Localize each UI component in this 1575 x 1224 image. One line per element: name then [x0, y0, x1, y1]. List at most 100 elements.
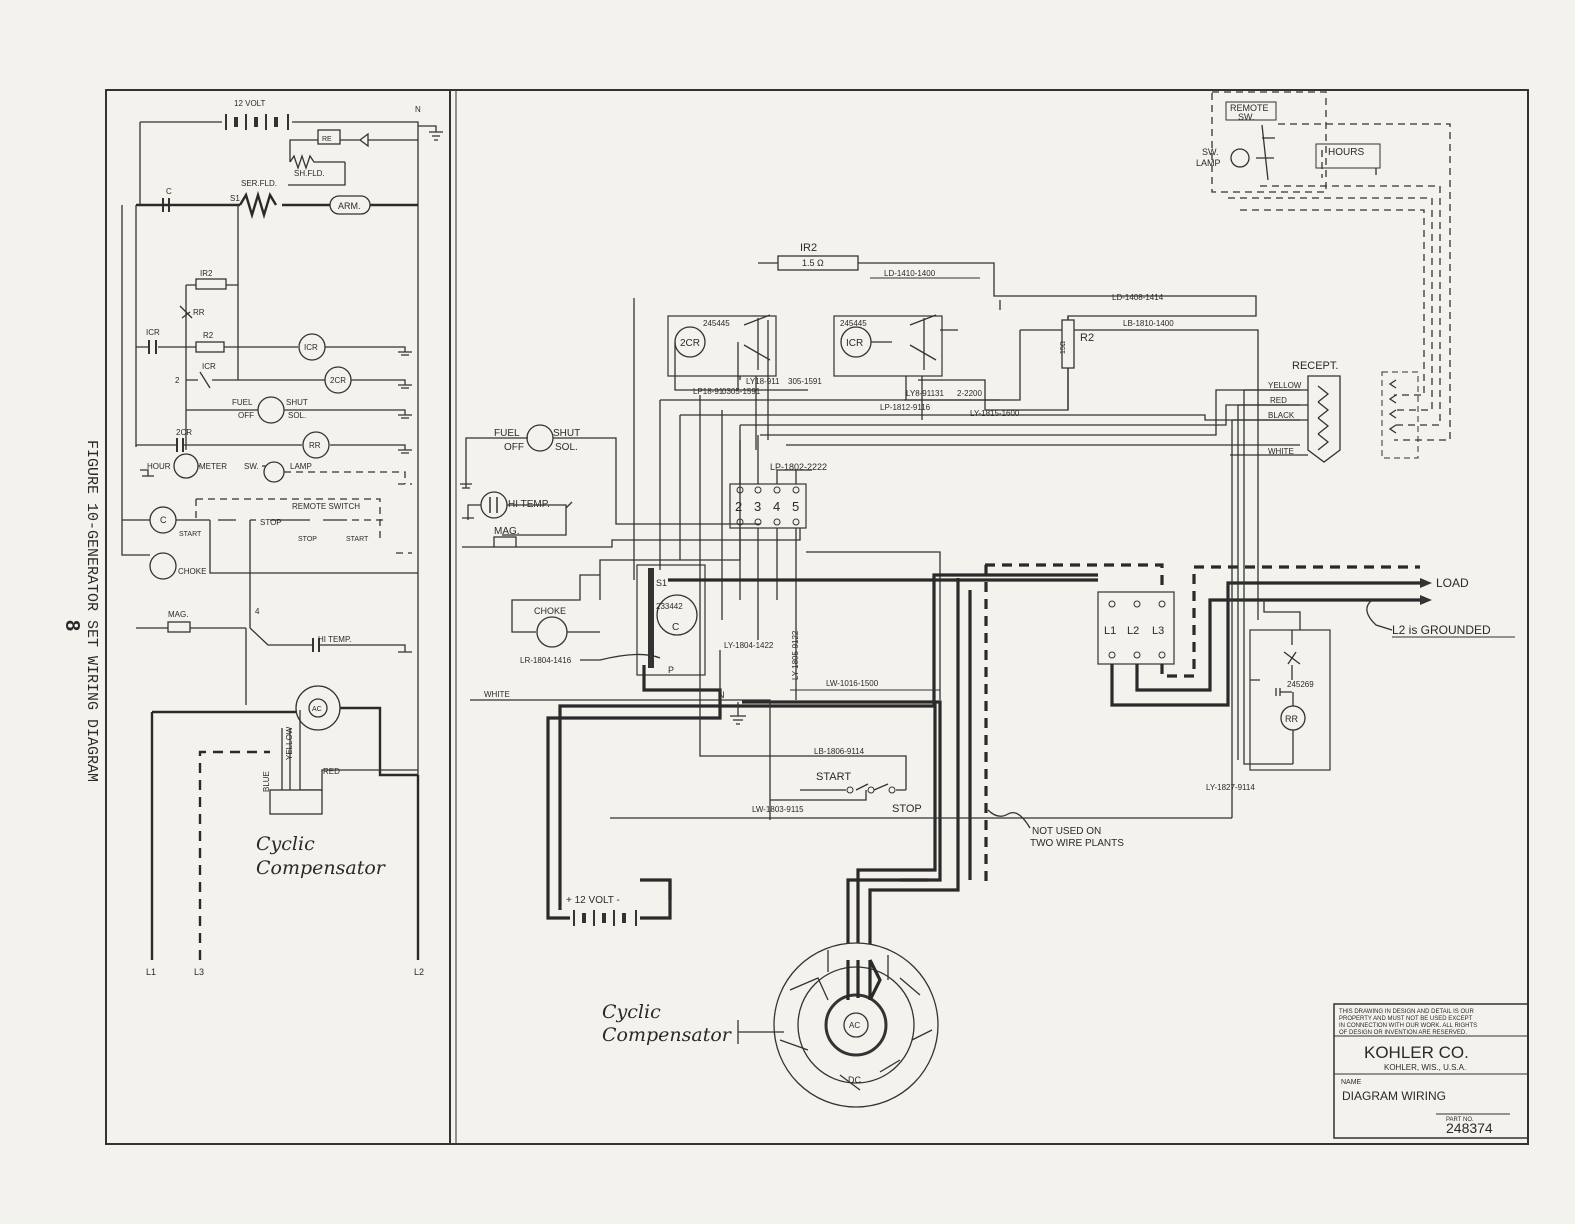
terminal-5: 5	[792, 499, 799, 514]
wire-lp18: LP18-91	[693, 387, 724, 396]
sw-lamp-label-2: LAMP	[1196, 158, 1221, 168]
notice-line-2: PROPERTY AND MUST NOT BE USED EXCEPT	[1339, 1016, 1473, 1022]
main-mag-label: MAG.	[494, 526, 520, 537]
wire-305-1591: 305-1591	[788, 377, 822, 386]
main-ir2-label: IR2	[800, 242, 817, 254]
wire-2200: 2-2200	[957, 389, 982, 398]
solenoid-c-label: C	[672, 622, 679, 633]
relay-icr-label: ICR	[846, 338, 863, 349]
left-choke-label: CHOKE	[178, 567, 206, 576]
main-s1-label: S1	[656, 578, 667, 588]
remote-sw-lamp	[1230, 148, 1250, 168]
solenoid-c	[656, 594, 698, 636]
remote-sw-label-1: REMOTE	[1230, 103, 1269, 113]
left-compensator-text: Compensator	[256, 857, 387, 879]
left-stop-label: STOP	[260, 518, 282, 527]
main-ir2-value: 1.5 Ω	[802, 258, 824, 268]
wire-ld1410: LD-1410-1400	[884, 269, 936, 278]
lamp	[263, 461, 285, 483]
svg-text:OFF: OFF	[238, 411, 254, 420]
left-yellow-label: YELLOW	[285, 726, 294, 760]
hours-meter-label: HOURS	[1328, 147, 1364, 158]
wire-lp1802: LP-1802-2222	[770, 462, 827, 472]
part-number: 248374	[1446, 1120, 1493, 1136]
rr-relay-box	[1249, 629, 1331, 771]
wire-ld1408: LD-1408-1414	[1112, 293, 1164, 302]
wire-lb1806: LB-1806-9114	[814, 747, 865, 756]
notice-line-3: IN CONNECTION WITH OUR WORK. ALL RIGHTS	[1339, 1023, 1477, 1029]
not-used-line1: NOT USED ON	[1032, 826, 1101, 837]
armature	[329, 195, 371, 215]
choke-solenoid	[149, 552, 177, 580]
load-label: LOAD	[1436, 576, 1469, 590]
left-rs-start-label: START	[346, 536, 369, 543]
svg-text:SOL.: SOL.	[555, 442, 578, 453]
main-hi-temp	[480, 491, 508, 519]
svg-text:SOL.: SOL.	[288, 411, 306, 420]
svg-text:FUEL: FUEL	[232, 398, 253, 407]
svg-text:SHUT: SHUT	[553, 428, 580, 439]
left-r2-label: R2	[203, 331, 214, 340]
page-number: 8	[61, 620, 83, 631]
left-four-label: 4	[255, 607, 260, 616]
main-l1-label: L1	[1104, 625, 1116, 637]
main-n-label: N	[718, 690, 725, 700]
svg-text:RE: RE	[322, 136, 332, 143]
wire-ly1805: LY-1805-9122	[791, 630, 800, 680]
left-lamp-label: LAMP	[290, 462, 312, 471]
page-number-text: 8	[61, 620, 83, 631]
left-icr-coil-label: ICR	[304, 343, 318, 352]
not-used-line2: TWO WIRE PLANTS	[1030, 838, 1124, 849]
main-battery-symbol	[573, 910, 637, 926]
left-sh-fld-label: SH.FLD.	[294, 169, 325, 178]
sw-lamp-label-1: SW.	[1202, 147, 1219, 157]
start-solenoid-box	[636, 564, 706, 676]
wire-ly1804: LY-1804-1422	[724, 641, 774, 650]
wire-lb1810: LB-1810-1400	[1123, 319, 1174, 328]
relay-2cr-number: 245445	[703, 319, 730, 328]
wire-0305-1591: 0305-1591	[722, 387, 761, 396]
main-r2-label: R2	[1080, 332, 1094, 344]
figure-caption: FIGURE 10-GENERATOR SET WIRING DIAGRAM	[83, 440, 100, 782]
recept-white: WHITE	[1268, 447, 1294, 456]
left-l3-label: L3	[194, 967, 204, 977]
solenoid-number: 233442	[656, 602, 683, 611]
left-mag-label: MAG.	[168, 610, 188, 619]
main-p-label: P	[668, 665, 674, 675]
left-two-label: 2	[175, 376, 180, 385]
left-ir2-label: IR2	[200, 269, 213, 278]
drawing-border	[105, 89, 1529, 1145]
main-wiring-diagram: IR2 1.5 Ω LD-1410-1400 LD-1408-1414 LB-1…	[460, 91, 1515, 1108]
left-sw-label: SW.	[244, 462, 259, 471]
wire-lw1803: LW-1803-9115	[752, 805, 804, 814]
relay-icr	[833, 315, 943, 377]
left-hour-label: HOUR	[147, 462, 171, 471]
left-schematic: 12 VOLT N RE SH.FLD. C SER.FLD. S1 ARM. …	[121, 99, 443, 977]
terminal-block	[729, 483, 807, 529]
left-rs-stop-label: STOP	[298, 536, 317, 543]
regulator-box	[317, 129, 341, 145]
name-label: NAME	[1341, 1079, 1362, 1086]
wire-lw1016: LW-1016-1500	[826, 679, 879, 688]
relay-2cr	[667, 315, 777, 377]
svg-text:SHUT: SHUT	[286, 398, 308, 407]
main-start-label: START	[816, 771, 851, 783]
left-hi-temp-label: HI TEMP.	[318, 635, 352, 644]
wire-ly8: LY8-91131	[906, 389, 945, 398]
left-s1-label: S1	[230, 194, 240, 203]
left-remote-switch-label: REMOTE SWITCH	[292, 502, 360, 511]
recept-black: BLACK	[1268, 411, 1295, 420]
recept-yellow: YELLOW	[1268, 381, 1302, 390]
left-l1-label: L1	[146, 967, 156, 977]
hour-meter	[173, 453, 199, 479]
recept-label: RECEPT.	[1292, 360, 1338, 372]
left-c-label: C	[166, 187, 172, 196]
company-name: KOHLER CO.	[1364, 1043, 1469, 1062]
left-arm-label: ARM.	[338, 201, 361, 211]
main-choke	[536, 616, 568, 648]
terminal-3: 3	[754, 499, 761, 514]
left-rr-coil-label: RR	[309, 441, 321, 450]
l2-grounded-label: L2 is GROUNDED	[1392, 623, 1491, 637]
svg-text:FUEL: FUEL	[494, 428, 520, 439]
left-red-label: RED	[323, 767, 340, 776]
